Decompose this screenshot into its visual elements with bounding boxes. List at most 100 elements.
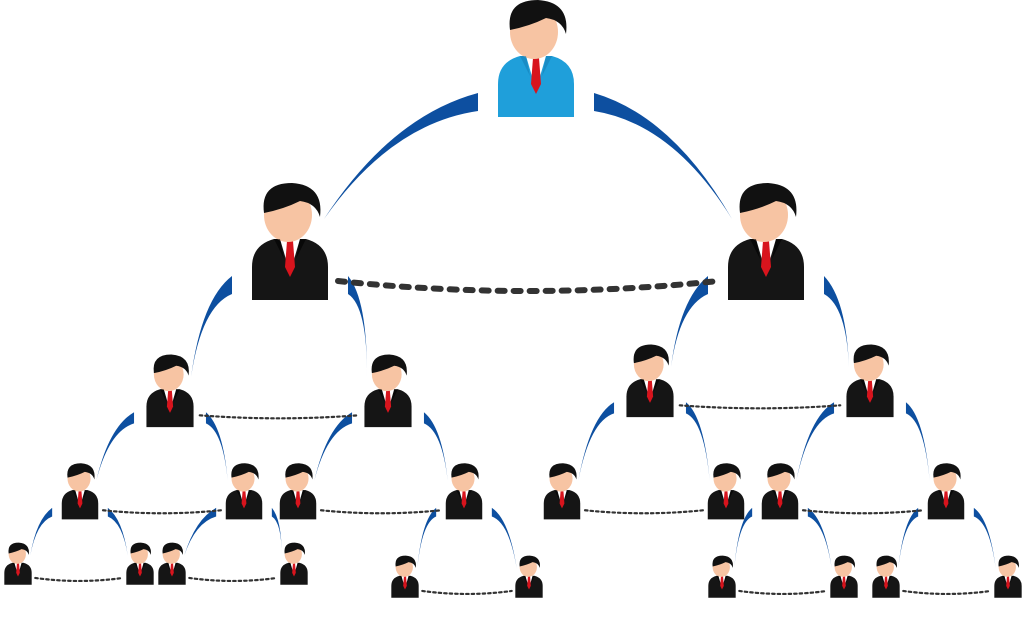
hair [853, 344, 889, 366]
collar [838, 575, 850, 584]
branch-connector-r00 [191, 276, 232, 377]
tie [295, 491, 301, 509]
person-icon [761, 463, 799, 520]
person-icon [225, 463, 263, 520]
dotted-peer-link-r00 [101, 509, 223, 515]
dotted-peer-link-r10 [583, 509, 705, 515]
person-icon [4, 542, 32, 585]
person-icon [445, 463, 483, 520]
people-layer [4, 0, 1022, 598]
collar [718, 490, 734, 500]
tie [646, 380, 654, 403]
collar [290, 490, 306, 500]
tie [866, 380, 874, 403]
hair [739, 183, 797, 217]
tie [777, 491, 783, 509]
collar [456, 490, 472, 500]
branch-connector-r110 [796, 402, 835, 481]
person-icon [846, 344, 894, 418]
branch-connector-r0 [324, 93, 478, 219]
collar [523, 575, 535, 584]
hair [713, 463, 741, 480]
collar [12, 562, 24, 571]
branch-connector-r111 [905, 402, 930, 481]
collar [399, 575, 411, 584]
person-icon [872, 555, 900, 598]
branch-connector-r0011 [271, 507, 282, 556]
person-icon [707, 463, 745, 520]
collar [520, 56, 552, 76]
dotted-peer-link-r11 [801, 509, 925, 515]
person-icon [728, 183, 804, 300]
collar [134, 562, 146, 571]
branch-connector-r000 [96, 412, 135, 481]
branch-connector-r0111 [491, 507, 517, 569]
tie [138, 563, 142, 577]
branch-connector-r011 [423, 412, 448, 481]
tie [527, 576, 531, 590]
dotted-peer-link-r1 [678, 404, 842, 410]
hair [8, 542, 29, 555]
branch-connector-r001 [205, 412, 228, 481]
dotted-peer-link-r001 [188, 576, 278, 583]
branch-connector-r10 [671, 276, 708, 367]
collar [640, 379, 660, 392]
person-icon [126, 542, 154, 585]
hair [712, 555, 733, 568]
branch-connector-r01 [348, 276, 367, 377]
dotted-peer-link-r011 [421, 589, 513, 596]
tie [761, 241, 771, 277]
tie [559, 491, 565, 509]
person-icon [280, 542, 308, 585]
collar [160, 389, 180, 402]
person-icon [391, 555, 419, 598]
hair [451, 463, 479, 480]
hair [876, 555, 897, 568]
collar [288, 562, 300, 571]
peer-links-layer [34, 278, 992, 596]
branch-connector-r0110 [417, 507, 437, 569]
hair [767, 463, 795, 480]
person-icon [708, 555, 736, 598]
tie [403, 576, 407, 590]
branch-connector-r1110 [898, 507, 919, 569]
collar [236, 490, 252, 500]
branch-connector-r1 [594, 93, 732, 219]
collar [938, 490, 954, 500]
hair [633, 344, 669, 366]
branch-connector-r1100 [734, 507, 753, 569]
branch-connector-r0001 [107, 507, 128, 556]
tie [292, 563, 296, 577]
collar [860, 379, 880, 392]
tie [241, 491, 247, 509]
tie [1006, 576, 1010, 590]
tie [16, 563, 20, 577]
hair [130, 542, 151, 555]
dotted-peer-link-r111 [902, 589, 992, 596]
tie [384, 390, 392, 413]
hair [834, 555, 855, 568]
dotted-peer-link-r110 [738, 589, 828, 596]
collar [1002, 575, 1014, 584]
tie [723, 491, 729, 509]
person-icon [252, 183, 328, 300]
tie [943, 491, 949, 509]
tie [720, 576, 724, 590]
branch-connector-r0010 [184, 507, 217, 556]
branch-connector-r1101 [807, 507, 832, 569]
person-icon [364, 354, 412, 428]
person-icon [626, 344, 674, 418]
person-icon [279, 463, 317, 520]
dotted-peer-link-r0 [198, 414, 360, 420]
hair [284, 542, 305, 555]
tie [842, 576, 846, 590]
person-icon [994, 555, 1022, 598]
collar [772, 490, 788, 500]
collar [378, 389, 398, 402]
tie [170, 563, 174, 577]
branch-connector-r100 [578, 402, 615, 481]
hair [263, 183, 321, 217]
dotted-peer-link-r [335, 278, 721, 294]
hair [998, 555, 1019, 568]
hair [519, 555, 540, 568]
